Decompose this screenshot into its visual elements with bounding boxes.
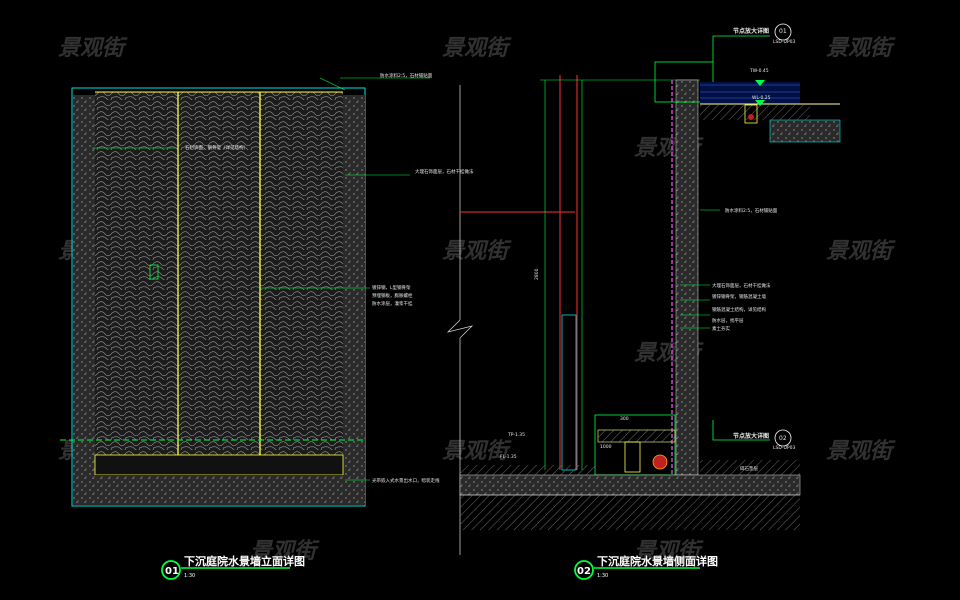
- svg-text:300: 300: [620, 416, 629, 422]
- svg-text:景观街: 景观街: [442, 36, 512, 61]
- svg-text:景观街: 景观街: [250, 539, 320, 564]
- title-block-01: 01 下沉庭院水景墙立面详图 1:30: [161, 554, 305, 580]
- drawing-number-circle: [161, 560, 181, 580]
- stone-facade: [95, 92, 343, 455]
- svg-text:节点放大详图: 节点放大详图: [733, 432, 769, 440]
- svg-text:01: 01: [165, 566, 179, 577]
- svg-text:防水涂料2:5，石材铺贴面: 防水涂料2:5，石材铺贴面: [380, 72, 433, 79]
- svg-text:素土夯实: 素土夯实: [712, 325, 730, 332]
- title-block-02: 02 下沉庭院水景墙侧面详图 1:30: [574, 554, 718, 580]
- svg-text:景观街: 景观街: [442, 439, 512, 464]
- retaining-wall: [675, 79, 699, 476]
- drain-pipe: [652, 454, 668, 470]
- svg-text:钢筋混凝土结构，详见结构: 钢筋混凝土结构，详见结构: [712, 306, 766, 313]
- svg-text:景观街: 景观街: [442, 239, 512, 264]
- break-line: [446, 319, 474, 555]
- svg-text:防水涂层，灌浆干挂: 防水涂层，灌浆干挂: [372, 300, 413, 307]
- svg-text:TW-0.45: TW-0.45: [749, 68, 769, 74]
- svg-text:下沉庭院水景墙侧面详图: 下沉庭院水景墙侧面详图: [597, 554, 718, 568]
- svg-text:下沉庭院水景墙立面详图: 下沉庭院水景墙立面详图: [184, 554, 305, 568]
- svg-text:碎石垫层: 碎石垫层: [740, 465, 758, 472]
- right-wall-hatch: [343, 95, 365, 505]
- svg-text:镀锌钢骨架，钢筋混凝土墙: 镀锌钢骨架，钢筋混凝土墙: [712, 293, 766, 300]
- svg-text:TP-1.35: TP-1.35: [507, 432, 525, 438]
- svg-text:景观街: 景观街: [826, 439, 896, 464]
- svg-text:节点放大详图: 节点放大详图: [733, 27, 769, 35]
- svg-text:大理石饰面层，石材干挂做法: 大理石饰面层，石材干挂做法: [415, 168, 474, 175]
- svg-text:预埋钢板，膨胀螺栓: 预埋钢板，膨胀螺栓: [372, 292, 413, 299]
- section-drawing-02: 防水涂料2:5，石材铺贴面 大理石饰面层，石材干挂做法 镀锌钢骨架，钢筋混凝土墙…: [446, 61, 841, 555]
- detail-callout-02[interactable]: 节点放大详图 02 LSD-DP03: [712, 420, 795, 451]
- svg-text:LSD-DP03: LSD-DP03: [773, 39, 795, 45]
- svg-text:景观街: 景观街: [826, 36, 896, 61]
- drawing-number-circle: [574, 560, 594, 580]
- svg-text:景观街: 景观街: [634, 539, 704, 564]
- svg-text:1000: 1000: [600, 444, 612, 450]
- svg-text:景观街: 景观街: [58, 36, 128, 61]
- svg-text:02: 02: [577, 566, 591, 577]
- svg-text:防水涂料2:5，石材铺贴面: 防水涂料2:5，石材铺贴面: [725, 207, 778, 214]
- svg-text:景观街: 景观街: [826, 239, 896, 264]
- elevation-drawing-01: 防水涂料2:5，石材铺贴面 石材饰面，钢骨架（详见结构） 大理石饰面层，石材干挂…: [60, 72, 474, 507]
- svg-text:01: 01: [779, 28, 787, 35]
- svg-text:WL-0.25: WL-0.25: [752, 95, 771, 101]
- svg-text:镀锌钢，L型钢骨架: 镀锌钢，L型钢骨架: [372, 284, 411, 291]
- left-wall-hatch: [73, 95, 95, 505]
- svg-text:防水层，找平层: 防水层，找平层: [712, 317, 744, 324]
- svg-text:石材饰面，钢骨架（详见结构）: 石材饰面，钢骨架（详见结构）: [185, 144, 248, 151]
- svg-text:LSD-DP03: LSD-DP03: [773, 445, 795, 451]
- svg-text:02: 02: [779, 435, 787, 442]
- svg-text:FL-1.35: FL-1.35: [500, 454, 517, 460]
- svg-text:大理石饰面层，石材干挂做法: 大理石饰面层，石材干挂做法: [712, 282, 771, 289]
- detail-callout-01[interactable]: 节点放大详图 01 LSD-DP03: [712, 23, 795, 62]
- svg-text:光带嵌入式水景出水口，暗装走线: 光带嵌入式水景出水口，暗装走线: [372, 477, 440, 484]
- svg-text:1:30: 1:30: [184, 573, 195, 579]
- svg-text:2800: 2800: [534, 268, 540, 280]
- svg-text:1:30: 1:30: [597, 573, 608, 579]
